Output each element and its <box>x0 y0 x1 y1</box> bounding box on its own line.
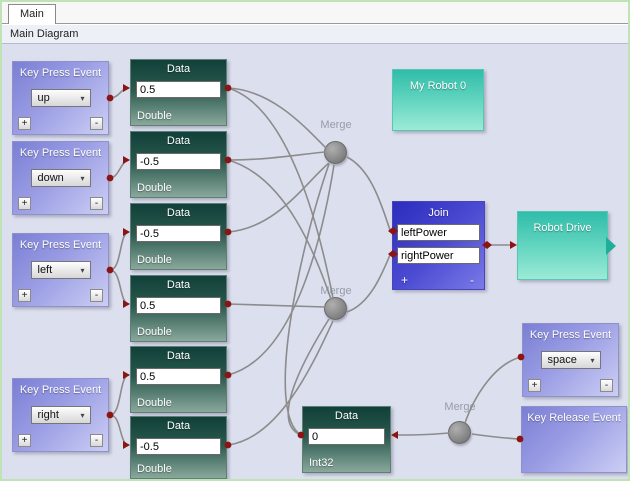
key-press-event-block-right[interactable]: Key Press Event right ▾ + - <box>12 378 109 452</box>
data-type-label: Double <box>137 463 172 475</box>
data-block-5[interactable]: Data Double <box>130 346 227 413</box>
merge-label: Merge <box>306 285 366 297</box>
data-block-2[interactable]: Data Double <box>130 131 227 198</box>
data-block-3[interactable]: Data Double <box>130 203 227 270</box>
key-release-event-block[interactable]: Key Release Event <box>521 406 627 473</box>
remove-pin-button[interactable]: - <box>90 117 103 130</box>
chevron-down-icon: ▾ <box>76 94 90 103</box>
join-input-rightpower[interactable] <box>397 247 480 264</box>
data-type-label: Int32 <box>309 457 333 469</box>
key-press-event-block-up[interactable]: Key Press Event up ▾ + - <box>12 61 109 135</box>
tab-bar: Main <box>2 2 628 24</box>
data-value-input[interactable] <box>136 81 221 98</box>
merge-node-stop[interactable] <box>448 421 471 444</box>
data-block-1[interactable]: Data Double <box>130 59 227 126</box>
merge-label: Merge <box>430 401 490 413</box>
join-remove-pin[interactable]: - <box>470 274 474 286</box>
block-title: Data <box>131 276 226 291</box>
data-value-input[interactable] <box>136 225 221 242</box>
key-press-event-block-left[interactable]: Key Press Event left ▾ + - <box>12 233 109 307</box>
join-block[interactable]: Join + - <box>392 201 485 290</box>
data-block-6[interactable]: Data Double <box>130 416 227 479</box>
merge-label: Merge <box>306 119 366 131</box>
key-press-event-block-down[interactable]: Key Press Event down ▾ + - <box>12 141 109 215</box>
dropdown-value: up <box>32 92 76 104</box>
chevron-down-icon: ▾ <box>76 174 90 183</box>
data-value-input[interactable] <box>308 428 385 445</box>
block-title: Robot Drive <box>518 212 607 234</box>
data-block-4[interactable]: Data Double <box>130 275 227 342</box>
diagram-title: Main Diagram <box>10 28 78 40</box>
tab-main[interactable]: Main <box>8 4 56 24</box>
add-pin-button[interactable]: + <box>528 379 541 392</box>
data-type-label: Double <box>137 254 172 266</box>
dropdown-value: space <box>542 354 586 366</box>
data-type-label: Double <box>137 110 172 122</box>
block-title: Key Release Event <box>522 407 626 424</box>
key-dropdown-left[interactable]: left ▾ <box>31 261 91 279</box>
block-title: Data <box>131 204 226 219</box>
data-value-input[interactable] <box>136 153 221 170</box>
chevron-down-icon: ▾ <box>76 266 90 275</box>
robot-drive-block[interactable]: Robot Drive <box>517 211 608 280</box>
block-title: Data <box>131 60 226 75</box>
key-dropdown-right[interactable]: right ▾ <box>31 406 91 424</box>
remove-pin-button[interactable]: - <box>90 434 103 447</box>
join-add-pin[interactable]: + <box>401 274 408 286</box>
remove-pin-button[interactable]: - <box>90 289 103 302</box>
block-title: Key Press Event <box>13 234 108 251</box>
remove-pin-button[interactable]: - <box>600 379 613 392</box>
diagram-title-bar: Main Diagram <box>2 25 628 44</box>
join-input-leftpower[interactable] <box>397 224 480 241</box>
block-title: Join <box>393 202 484 219</box>
dropdown-value: right <box>32 409 76 421</box>
my-robot-block[interactable]: My Robot 0 <box>392 69 484 131</box>
key-press-event-block-space[interactable]: Key Press Event space ▾ + - <box>522 323 619 397</box>
dropdown-value: down <box>32 172 76 184</box>
data-value-input[interactable] <box>136 297 221 314</box>
data-type-label: Double <box>137 326 172 338</box>
block-title: My Robot 0 <box>393 70 483 92</box>
block-title: Data <box>131 132 226 147</box>
data-block-int32[interactable]: Data Int32 <box>302 406 391 473</box>
add-pin-button[interactable]: + <box>18 434 31 447</box>
key-dropdown-up[interactable]: up ▾ <box>31 89 91 107</box>
block-title: Data <box>303 407 390 422</box>
add-pin-button[interactable]: + <box>18 197 31 210</box>
block-title: Key Press Event <box>13 142 108 159</box>
data-value-input[interactable] <box>136 368 221 385</box>
block-title: Data <box>131 347 226 362</box>
block-title: Key Press Event <box>13 379 108 396</box>
add-pin-button[interactable]: + <box>18 289 31 302</box>
data-value-input[interactable] <box>136 438 221 455</box>
chevron-down-icon: ▾ <box>76 411 90 420</box>
data-type-label: Double <box>137 397 172 409</box>
block-title: Key Press Event <box>523 324 618 341</box>
merge-node-rightpower[interactable] <box>324 297 347 320</box>
data-type-label: Double <box>137 182 172 194</box>
add-pin-button[interactable]: + <box>18 117 31 130</box>
key-dropdown-space[interactable]: space ▾ <box>541 351 601 369</box>
merge-node-leftpower[interactable] <box>324 141 347 164</box>
block-title: Key Press Event <box>13 62 108 79</box>
dropdown-value: left <box>32 264 76 276</box>
output-arrow-icon <box>606 237 616 255</box>
chevron-down-icon: ▾ <box>586 356 600 365</box>
remove-pin-button[interactable]: - <box>90 197 103 210</box>
key-dropdown-down[interactable]: down ▾ <box>31 169 91 187</box>
block-title: Data <box>131 417 226 432</box>
